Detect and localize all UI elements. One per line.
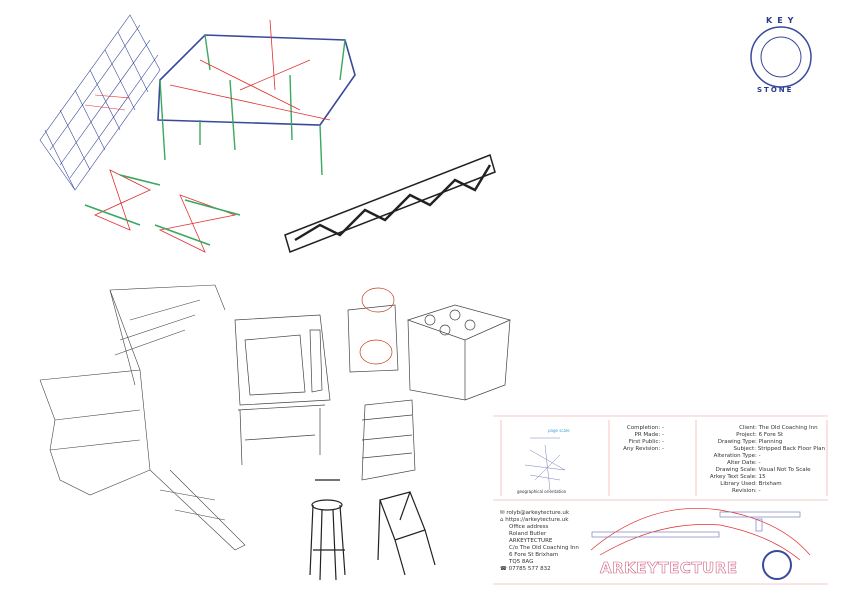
detail-value: 15 [758,474,766,480]
brand-logo-graphic [590,507,811,580]
phone-icon: ☎ [500,566,507,572]
staircase-frame-drawing [39,14,161,191]
brand-wordmark: ARKEYTECTURE [600,559,738,578]
status-value: - [662,446,664,452]
email-icon: ✉ [500,510,505,516]
phone-row: ☎ 07785 577 832 [500,566,579,573]
logo-letter: Y [787,16,799,25]
detail-value: Planning [758,439,783,445]
orientation-label: geographical orientation [517,489,567,494]
logo-bottom-letters: STONE [757,86,793,94]
logo-letter: E [777,16,788,25]
orientation-graphic [524,437,566,491]
detail-value: 6 Fore St [758,432,784,438]
website-row[interactable]: ⌂ https://arkeytecture.uk [500,517,579,524]
detail-row: Subject: Stripped Back Floor Plan [700,446,825,453]
logo-letter: T [764,86,771,94]
address-heading: Office address [509,524,549,530]
contact-block: ✉ rolyb@arkeytecture.uk ⌂ https://arkeyt… [500,510,579,573]
detail-value: - [758,488,761,494]
detail-label: Arkey Text Scale [709,474,755,480]
logo-letter: S [757,86,765,94]
contact-name: Roland Butler [509,531,547,537]
truss-drawing [284,154,496,253]
detail-row: Drawing Scale: Visual Not To Scale [700,467,825,474]
logo-letter: E [786,86,794,94]
detail-row: Project: 6 Fore St [700,432,825,439]
detail-label: Client [739,425,755,431]
detail-label: Subject [733,446,755,452]
details-list: Client: The Old Coaching Inn Project: 6 … [700,425,825,495]
detail-value: - [758,460,761,466]
website-link[interactable]: https://arkeytecture.uk [505,517,569,523]
postcode: TQ5 8AG [509,559,534,565]
bar-stool-drawing [309,479,346,581]
status-row: PR Made: - [634,432,665,438]
logo-letter: K [766,16,778,25]
status-row: Completion: - [626,425,664,431]
email-link[interactable]: rolyb@arkeytecture.uk [506,510,570,516]
globe-icon: ⌂ [500,517,504,523]
logo-letter: O [770,86,779,94]
keystone-logo [750,26,812,88]
drawer-unit-drawing [361,399,416,481]
detail-value: Stripped Back Floor Plan [757,446,825,452]
status-list: Completion: - PR Made: - First Public: -… [600,425,664,453]
detail-row: Library Used: Brixham [700,481,825,488]
email-row[interactable]: ✉ rolyb@arkeytecture.uk [500,510,579,517]
status-label: Completion [626,425,659,431]
detail-label: Library Used [720,481,755,487]
detail-row: Alter Date: - [700,460,825,467]
detail-value: Visual Not To Scale [758,467,811,473]
address-line: C/o The Old Coaching Inn [509,545,579,551]
platform-frame-drawing [84,19,356,253]
address-line: 6 Fore St Brixham [509,552,559,558]
detail-label: Project [736,432,755,438]
status-label: First Public [628,439,659,445]
detail-label: Drawing Scale [715,467,755,473]
detail-label: Drawing Type [717,439,755,445]
status-value: - [662,432,664,438]
logo-letter: N [778,86,787,94]
detail-value: Brixham [758,481,782,487]
status-value: - [662,439,664,445]
mixer-stand-drawing [347,287,399,373]
page-scale-label: page scale [548,428,570,433]
detail-label: Revision [732,488,755,494]
detail-row: Alteration Type: - [700,453,825,460]
detail-value: - [758,453,761,459]
combi-oven-drawing [234,314,331,466]
range-cooker-drawing [406,304,512,401]
status-label: Any Revision [623,446,659,452]
status-value: - [662,425,664,431]
detail-row: Drawing Type: Planning [700,439,825,446]
detail-label: Alter Date [727,460,755,466]
status-label: PR Made [634,432,659,438]
detail-label: Alteration Type [713,453,755,459]
phone-number: 07785 577 832 [508,566,551,572]
detail-row: Client: The Old Coaching Inn [700,425,825,432]
detail-row: Revision: - [700,488,825,495]
status-row: First Public: - [628,439,664,445]
spiral-staircase-drawing [39,284,246,551]
status-row: Any Revision: - [623,446,664,452]
contact-company: ARKEYTECTURE [509,538,553,544]
detail-row: Arkey Text Scale: 15 [700,474,825,481]
logo-top-letters: KEY [766,16,798,25]
detail-value: The Old Coaching Inn [758,425,818,431]
chair-drawing [377,491,436,576]
title-block-frame [493,415,828,585]
